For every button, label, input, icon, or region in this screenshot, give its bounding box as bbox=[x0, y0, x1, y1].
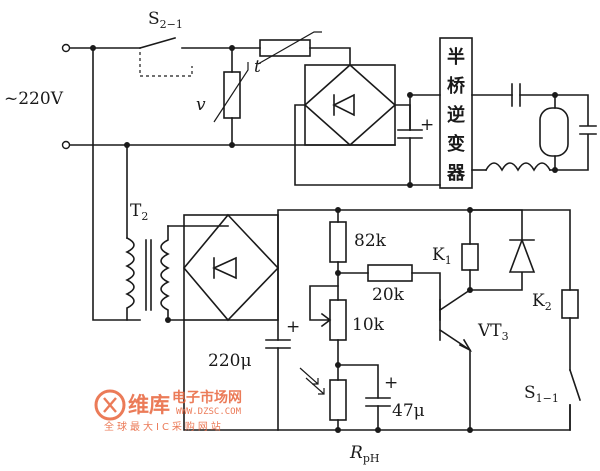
bridge-box-top bbox=[304, 64, 396, 146]
wire bbox=[394, 104, 411, 131]
mains-section bbox=[61, 31, 597, 189]
watermark-url: WWW.DZSC.COM bbox=[176, 407, 242, 417]
switch-s21-linkage bbox=[139, 52, 193, 77]
resistor-20k bbox=[367, 264, 413, 282]
switch-s21-blade bbox=[139, 37, 176, 49]
label-varistor: v bbox=[196, 95, 206, 115]
junction bbox=[467, 207, 473, 213]
control-section bbox=[92, 47, 582, 433]
label-inverter-char-4: 变 bbox=[447, 133, 465, 155]
label-s21: S2−1 bbox=[148, 9, 183, 31]
junction bbox=[407, 92, 413, 98]
wire bbox=[294, 104, 441, 186]
label-inverter-char-5: 器 bbox=[446, 163, 466, 184]
label-inverter-char-2: 桥 bbox=[447, 75, 466, 97]
transformer-t2-secondary bbox=[160, 225, 170, 321]
transistor-vt3-emitter bbox=[438, 328, 471, 431]
junction bbox=[552, 167, 558, 173]
label-vt3: VT3 bbox=[477, 321, 509, 343]
watermark-brand: 维库 bbox=[128, 393, 170, 417]
label-inverter-char-3: 逆 bbox=[447, 104, 465, 126]
label-plus-top: + bbox=[420, 115, 434, 135]
capacitor-47u bbox=[365, 397, 391, 407]
potentiometer-wiper bbox=[309, 285, 339, 328]
label-220u: 220μ bbox=[208, 351, 252, 371]
transistor-vt3-collector bbox=[438, 269, 471, 312]
transistor-emitter-arrow bbox=[458, 338, 473, 352]
watermark-brand-2: 电子市场网 bbox=[172, 389, 242, 406]
bridge-rectifier-bottom bbox=[182, 213, 280, 322]
label-t2: T2 bbox=[130, 201, 148, 223]
bridge-rectifier-top bbox=[303, 63, 397, 147]
mains-terminal-bottom bbox=[61, 140, 71, 150]
junction bbox=[335, 207, 341, 213]
label-20k: 20k bbox=[372, 285, 405, 305]
resistor-82k bbox=[329, 221, 347, 263]
bridge-box-bottom bbox=[183, 214, 279, 321]
junction bbox=[165, 317, 171, 323]
relay-k2-coil bbox=[561, 289, 579, 319]
switch-s11 bbox=[568, 368, 582, 402]
junction bbox=[467, 287, 473, 293]
varistor-arrow bbox=[213, 62, 249, 123]
wire bbox=[92, 47, 141, 321]
junction bbox=[407, 182, 413, 188]
bridge-diode-bottom bbox=[212, 256, 237, 280]
junction bbox=[375, 427, 381, 433]
watermark: 维库 电子市场网 WWW.DZSC.COM 全球最大IC采购网站 bbox=[94, 389, 242, 433]
wire bbox=[277, 209, 571, 291]
junction bbox=[335, 427, 341, 433]
junction bbox=[229, 45, 235, 51]
label-rph: RpH bbox=[349, 443, 379, 465]
mains-terminal-top bbox=[61, 43, 71, 53]
junction bbox=[335, 270, 341, 276]
wire bbox=[337, 364, 379, 399]
label-10k: 10k bbox=[352, 315, 385, 335]
label-k2: K2 bbox=[532, 291, 552, 313]
watermark-tagline: 全球最大IC采购网站 bbox=[104, 420, 224, 433]
label-s11: S1−1 bbox=[524, 383, 559, 405]
label-plus-47u: + bbox=[384, 373, 398, 393]
label-k1: K1 bbox=[432, 245, 452, 267]
label-82k: 82k bbox=[354, 231, 387, 251]
labels: S2−1 ~220V t v + 半 桥 逆 变 器 T2 82k 20k 10… bbox=[4, 9, 559, 465]
thermistor-arrow bbox=[257, 31, 322, 65]
junction bbox=[335, 362, 341, 368]
transformer-t2-core bbox=[145, 239, 152, 311]
wire bbox=[183, 319, 571, 431]
lamp bbox=[539, 107, 569, 157]
label-thermistor: t bbox=[254, 57, 261, 77]
freewheel-diode bbox=[469, 237, 536, 291]
wire bbox=[309, 47, 351, 66]
capacitor-output bbox=[511, 83, 521, 107]
inductor-output bbox=[484, 162, 552, 172]
watermark-logo-icon bbox=[94, 389, 126, 421]
watermark-logo-mark bbox=[103, 397, 117, 413]
relay-k1-coil bbox=[461, 243, 479, 271]
capacitor-220u bbox=[265, 339, 291, 349]
label-inverter-char-1: 半 bbox=[447, 46, 465, 68]
bridge-diode-top bbox=[332, 93, 355, 117]
transformer-t2-primary bbox=[125, 236, 135, 321]
junction bbox=[552, 92, 558, 98]
label-47u: 47μ bbox=[392, 401, 425, 421]
junction bbox=[229, 142, 235, 148]
wire bbox=[411, 272, 441, 321]
half-bridge-inverter bbox=[439, 37, 473, 189]
capacitor-top bbox=[397, 129, 423, 139]
label-mains-voltage: ~220V bbox=[4, 89, 64, 109]
light-arrows bbox=[299, 367, 325, 395]
capacitor-lamp bbox=[554, 94, 597, 171]
label-plus-220u: + bbox=[286, 317, 300, 337]
sensor-rph bbox=[329, 379, 347, 421]
potentiometer-10k bbox=[329, 299, 347, 341]
wire bbox=[469, 209, 523, 241]
junction bbox=[467, 427, 473, 433]
